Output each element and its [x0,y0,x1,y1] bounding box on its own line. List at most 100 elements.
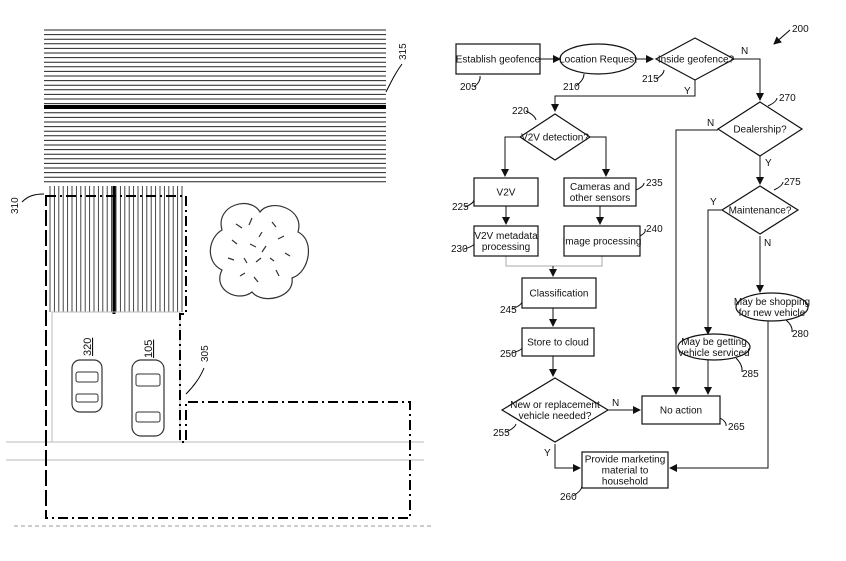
location-ref-number: 210 [563,82,580,93]
image-processing-box [563,225,641,257]
image-proc-ref-number: 240 [646,224,663,235]
serviced-text: May be getting [681,337,747,348]
driveway-hatching [49,186,183,312]
no-action-ref-number: 265 [728,422,745,433]
v2v-detect-ref-leader [525,110,537,121]
road-ref-leader [385,63,403,93]
v2v-detect-text: V2V detection? [521,133,589,144]
new-vehicle-text: New or replacement [510,400,600,411]
store-ref-leader [511,347,523,354]
no-action-box [641,395,721,425]
dealership-yes-label: Y [765,158,772,169]
v2v-meta-ref-leader [463,243,475,250]
figure-number: 200 [792,24,809,35]
inside-geofence-diamond [654,37,736,81]
maintenance-no-label: N [764,238,771,249]
v2v-meta-ref-number: 230 [451,244,468,255]
boundary-ref-leader [21,193,45,203]
image-proc-text: Image processing [563,237,642,248]
boundary-ref-label: 310 [10,197,21,214]
v2v-text: V2V [497,188,516,199]
v2v-detection-diamond [518,113,592,161]
vehicle-b-icon [131,359,165,437]
v2v-ref-leader [464,199,475,208]
shopping-text: May be shopping [734,297,810,308]
dealership-diamond [716,101,804,157]
inside-no-label: N [741,46,748,57]
new-vehicle-ref-number: 255 [493,428,510,439]
new-vehicle-text: vehicle needed? [519,411,592,422]
classification-ref-leader [511,301,523,310]
marketing-text: Provide marketing [585,455,666,466]
marketing-ref-leader [572,485,583,497]
inside-ref-number: 215 [642,74,659,85]
dealership-ref-number: 270 [779,93,796,104]
v2v-box [473,177,539,207]
maintenance-text: Maintenance? [729,206,792,217]
establish-ref-leader [473,75,481,88]
cameras-ref-number: 235 [646,178,663,189]
classification-ref-number: 245 [500,305,517,316]
vehicle-a-icon [71,359,103,413]
new-vehicle-no-label: N [612,398,619,409]
location-ref-leader [575,73,585,87]
vehicle-a-label: 320 [82,338,94,356]
maintenance-diamond [720,185,800,235]
v2v-metadata-box [473,225,539,257]
image-proc-ref-leader [639,228,646,237]
new-vehicle-diamond [500,377,610,443]
inside-yes-label: Y [684,86,691,97]
serviced-ref-leader [735,357,743,373]
maintenance-yes-label: Y [710,197,717,208]
flow-shapes [455,37,809,489]
v2v-ref-number: 225 [452,202,469,213]
v2v-meta-text: processing [482,242,530,253]
flowchart: 200 [451,24,810,503]
maintenance-ref-number: 275 [784,177,801,188]
marketing-text: household [602,477,648,488]
cameras-text: Cameras and [570,182,630,193]
marketing-box [581,451,669,489]
serviced-text: vehicle serviced [678,348,749,359]
no-action-ref-leader [719,417,727,427]
establish-ref-number: 205 [460,82,477,93]
inside-ref-leader [655,69,665,80]
shopping-ref-number: 280 [792,329,809,340]
store-cloud-box [521,327,595,357]
house-ref-label: 305 [200,345,211,362]
marketing-text: material to [602,466,649,477]
shopping-ref-leader [785,319,793,333]
vehicle-b-label: 105 [143,340,155,358]
figure-number-arrow [773,29,791,45]
no-action-text: No action [660,406,702,417]
shopping-text: for new vehicle [739,308,806,319]
establish-geofence-box [455,43,541,75]
dealership-ref-leader [767,97,778,107]
maintenance-ref-leader [773,181,784,191]
inside-text: Inside geofence? [658,55,735,66]
flow-connectors [501,55,769,472]
classification-box [521,277,597,309]
new-vehicle-yes-label: Y [544,448,551,459]
establish-text: Establish geofence [456,55,541,66]
marketing-ref-number: 260 [560,492,577,503]
house-ref-leader [185,367,205,395]
store-ref-number: 250 [500,349,517,360]
v2v-meta-text: V2V metadata [474,231,538,242]
dealership-text: Dealership? [733,125,787,136]
dealership-no-label: N [707,118,714,129]
cameras-text: other sensors [570,193,631,204]
classification-text: Classification [530,289,589,300]
road-hatching [44,29,386,183]
serviced-ref-number: 285 [742,369,759,380]
tree-icon [209,203,310,300]
location-request-oval [559,43,637,75]
new-vehicle-ref-leader [505,423,517,433]
road-ref-label: 315 [398,43,409,60]
shopping-oval [735,292,809,322]
cameras-ref-leader [635,182,645,191]
store-text: Store to cloud [527,338,589,349]
